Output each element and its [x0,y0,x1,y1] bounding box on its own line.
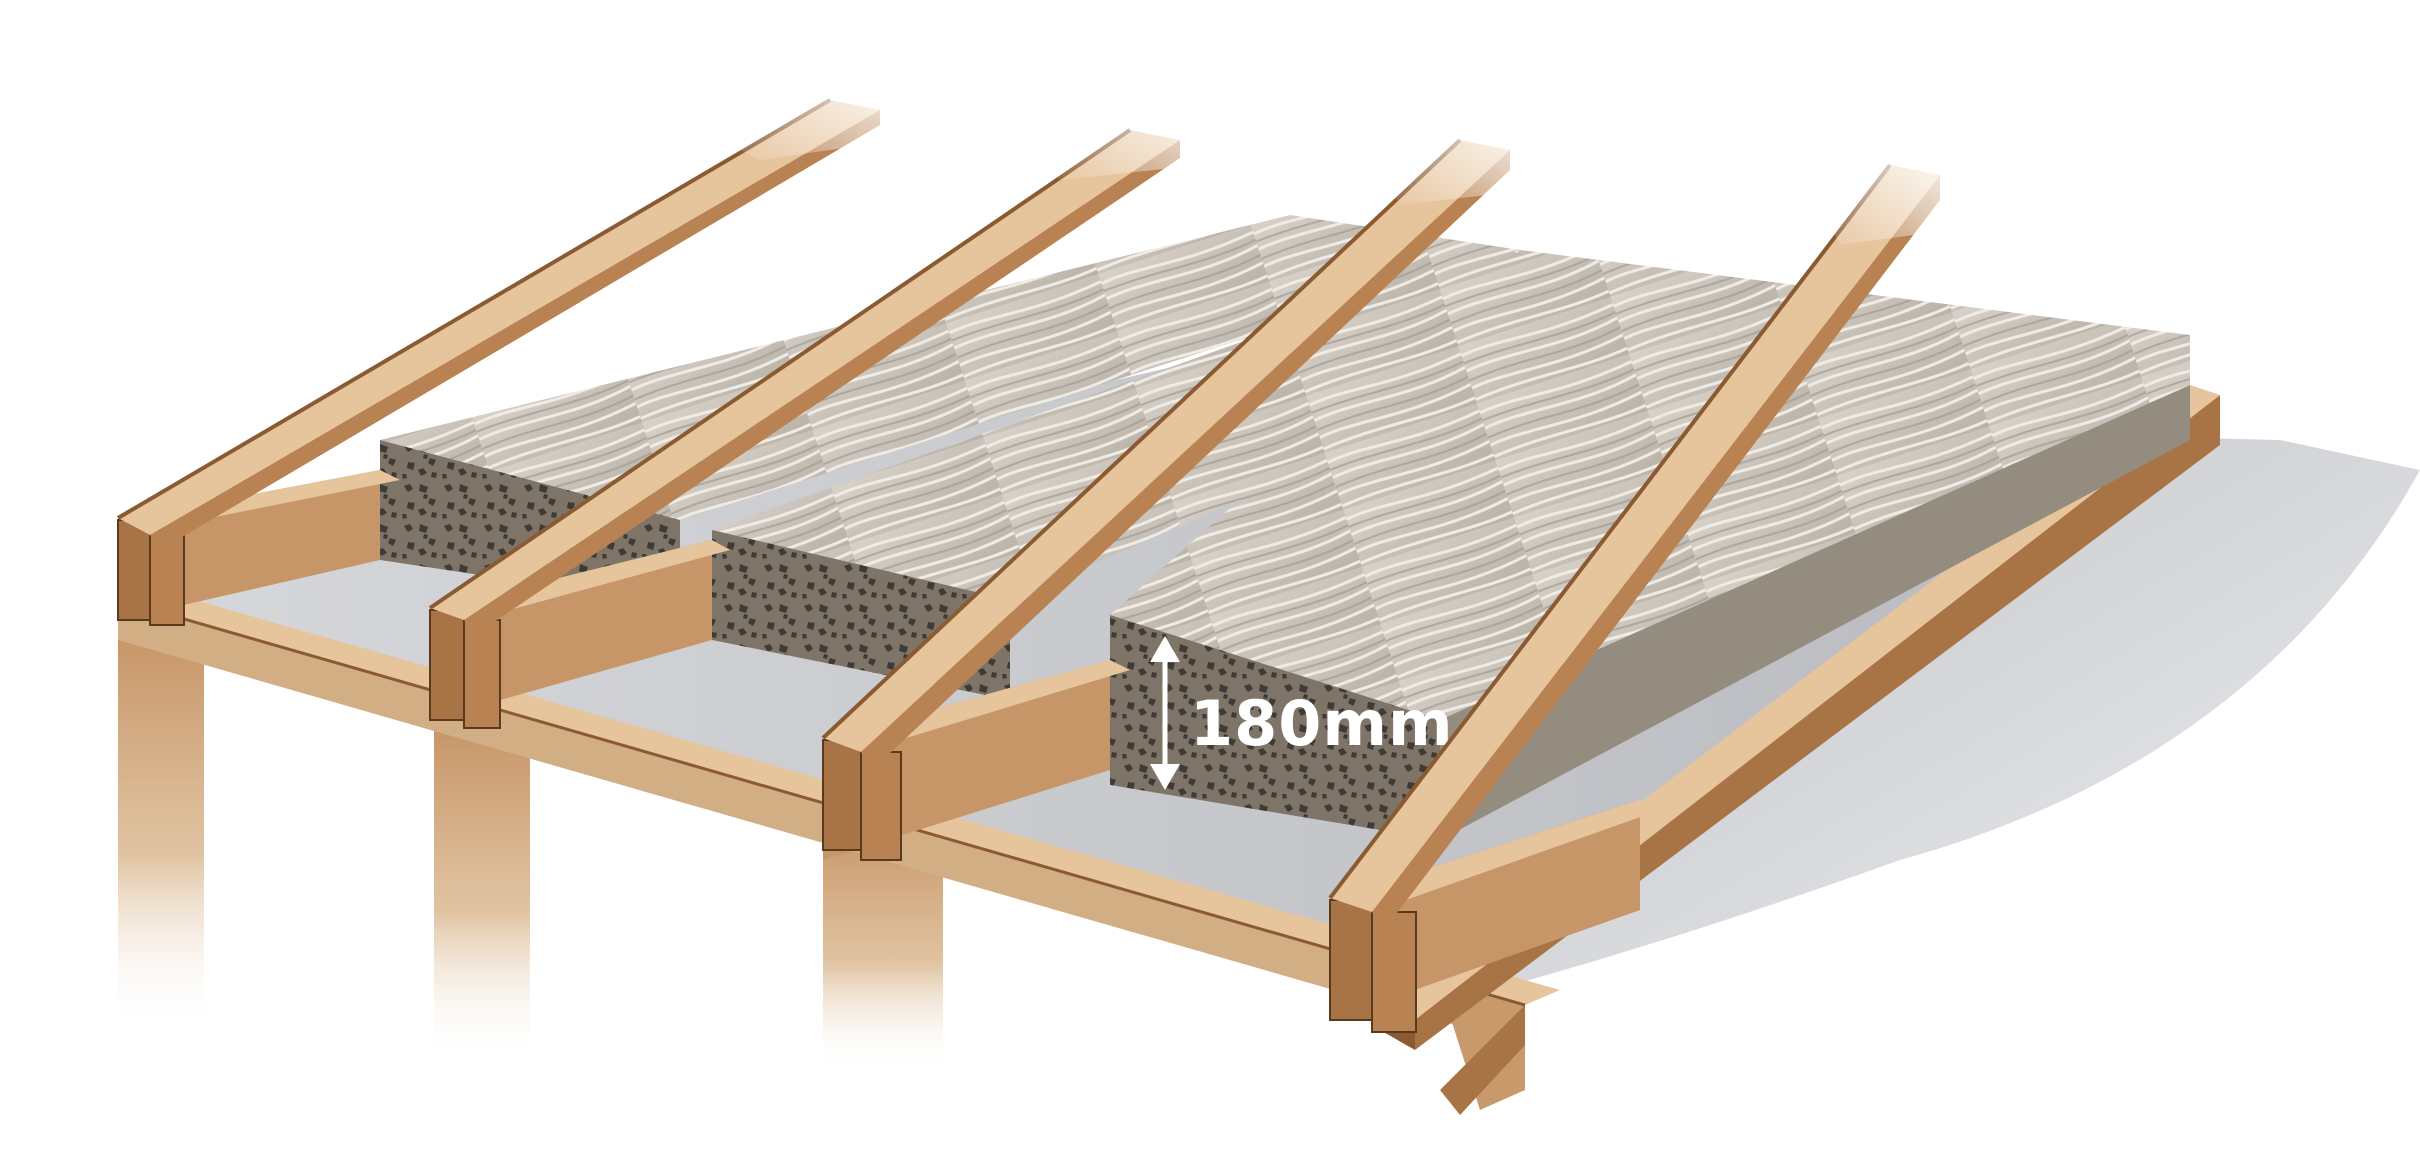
depth-dimension: 180mm [1150,636,1454,790]
rafters [116,60,1950,930]
support-posts [118,640,943,1070]
rafter-3 [821,110,1530,770]
insulation-roll-1 [380,215,1520,605]
joist-4 [1329,800,1660,1033]
rafter-1 [116,60,900,550]
insulation-depth-label: 180mm [1190,687,1454,760]
ceiling-joists [117,470,1660,1033]
rafter-4 [1328,140,1950,930]
rafter-2 [428,80,1200,635]
